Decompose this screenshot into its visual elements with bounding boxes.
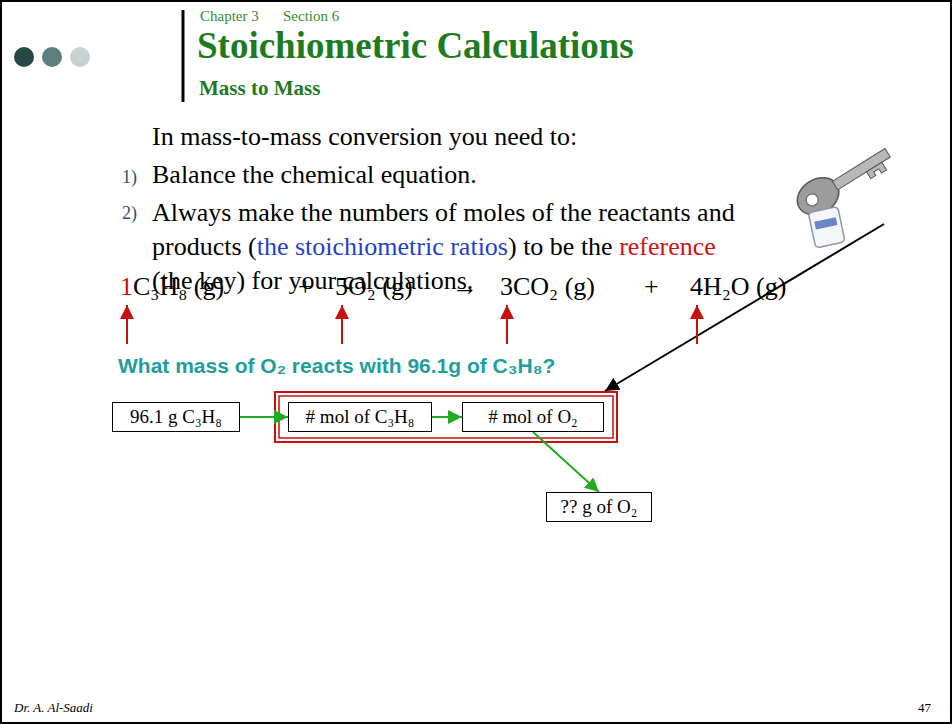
process-box: ?? g of O₂ <box>546 492 652 522</box>
list-number: 2) <box>122 203 137 224</box>
flow-arrow <box>240 416 288 418</box>
coefficient-pointer <box>341 305 343 344</box>
header-dot <box>42 47 62 67</box>
process-box: # mol of O₂ <box>462 402 604 432</box>
slide-subtitle: Mass to Mass <box>199 76 320 101</box>
highlight-text: reference <box>613 232 716 261</box>
section-label: Section 6 <box>283 8 339 25</box>
flow-arrow <box>432 416 462 418</box>
page-number: 47 <box>918 700 931 716</box>
process-box: 96.1 g C₃H₈ <box>112 402 240 432</box>
list-item: Always make the numbers of moles of the … <box>152 196 752 298</box>
coefficient: 1 <box>120 272 133 302</box>
box-text: 96.1 g C₃H₈ <box>130 406 222 428</box>
list-item-text: (the key) for your calculations. <box>152 266 473 295</box>
plus-sign: + <box>644 272 659 302</box>
header-dot <box>70 47 90 67</box>
key-frame <box>279 396 613 438</box>
key-frame <box>275 392 617 442</box>
highlight-text: the stoichiometric ratios <box>257 232 508 261</box>
box-text: ?? g of O₂ <box>561 496 638 518</box>
process-box: # mol of C₃H₈ <box>288 402 432 432</box>
box-text: # mol of O₂ <box>488 406 577 428</box>
key-pointer <box>605 224 884 391</box>
key-shaft <box>832 149 890 190</box>
key-teeth <box>867 162 887 179</box>
slide-title: Stoichiometric Calculations <box>197 24 634 67</box>
intro-text: In mass-to-mass conversion you need to: <box>152 122 577 152</box>
author-footer: Dr. A. Al-Saadi <box>14 700 93 716</box>
formula: 4H₂O (g) <box>690 272 786 302</box>
key-tag <box>808 207 845 248</box>
key-hole <box>804 192 821 209</box>
formula: 3CO₂ (g) <box>500 272 595 302</box>
box-text: # mol of C₃H₈ <box>306 406 415 428</box>
chapter-label: Chapter 3 <box>200 8 259 25</box>
header-bar <box>182 10 185 102</box>
key-picture <box>784 138 916 256</box>
header-dot <box>14 47 34 67</box>
coefficient-pointer <box>696 305 698 344</box>
flow-arrow <box>533 432 599 492</box>
key-tag-band <box>814 217 837 229</box>
coefficient-pointer <box>126 305 128 344</box>
list-number: 1) <box>122 167 137 188</box>
question-text: What mass of O₂ reacts with 96.1g of C₃H… <box>118 354 555 378</box>
list-item: Balance the chemical equation. <box>152 160 477 190</box>
coefficient-pointer <box>506 305 508 344</box>
list-item-text: ) to be the <box>508 232 613 261</box>
